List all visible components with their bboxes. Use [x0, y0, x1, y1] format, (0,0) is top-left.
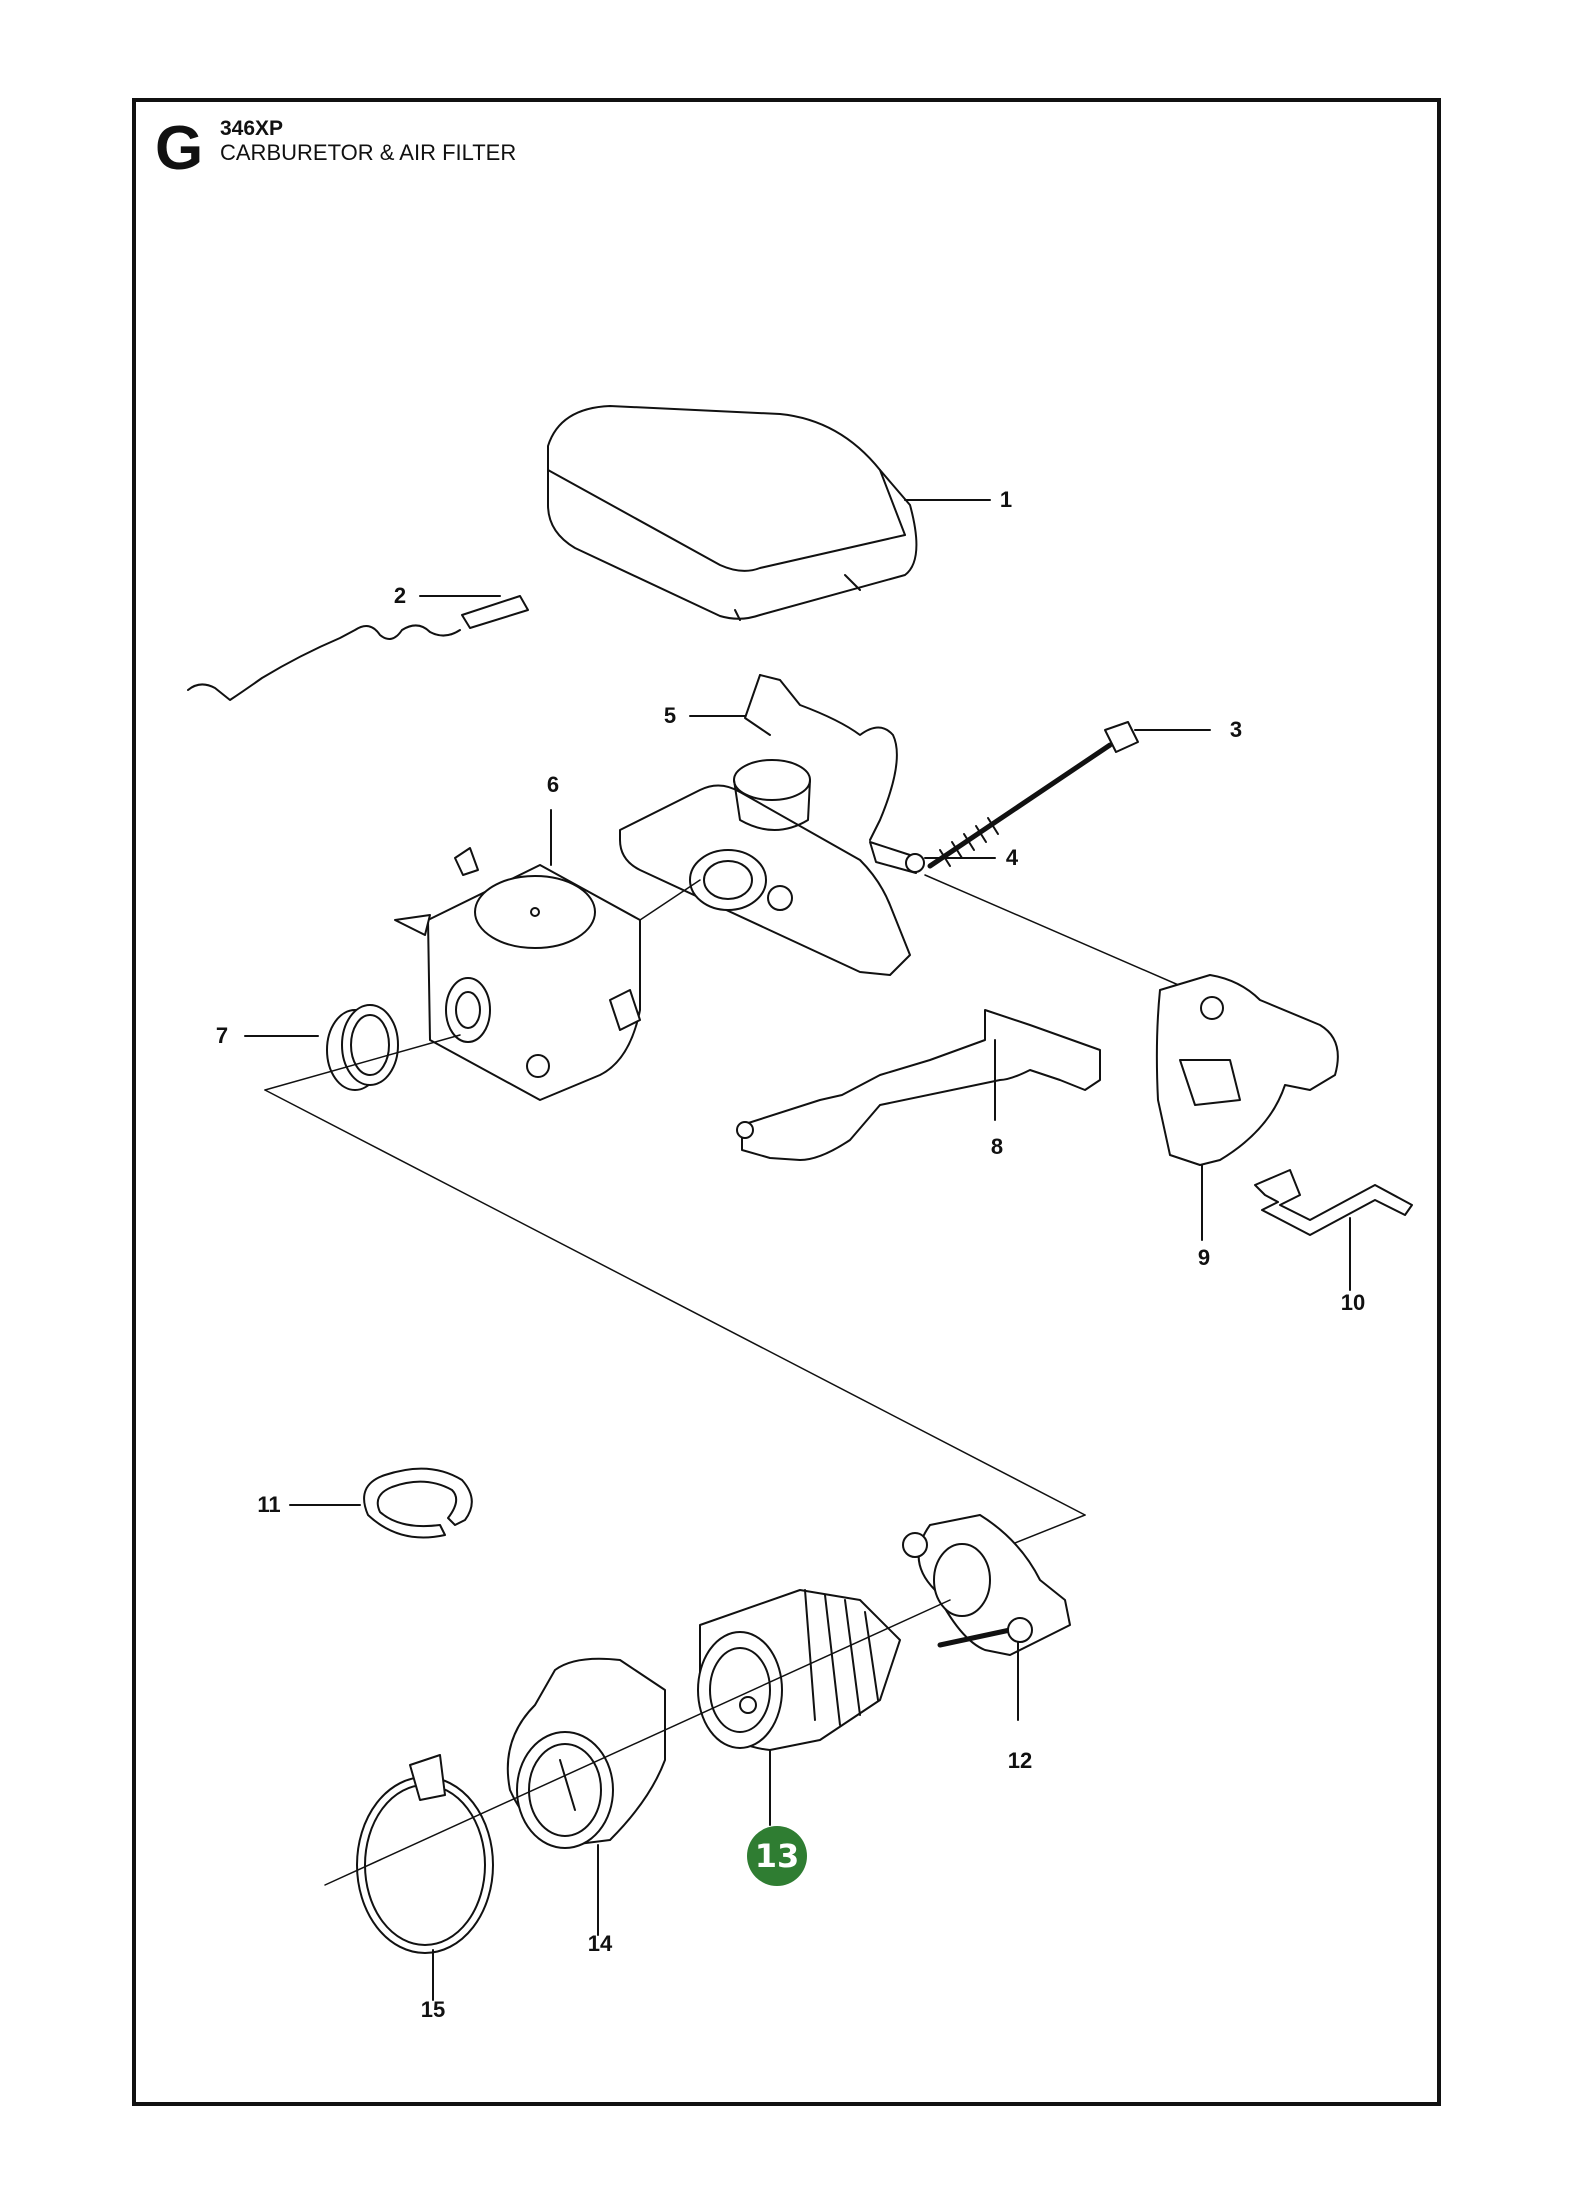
section-letter: G: [155, 114, 204, 183]
part-number-3: 3: [1229, 717, 1243, 742]
model-number: 346XP: [220, 117, 284, 140]
part-number-4: 4: [1005, 845, 1019, 870]
diagram-frame: [132, 98, 1441, 2106]
assembly-line-4-9: [924, 874, 1191, 991]
part-number-5: 5: [663, 703, 677, 728]
part-number-7: 7: [215, 1023, 229, 1048]
part-number-2: 2: [393, 583, 407, 608]
assembly-axis-lower: [324, 1599, 951, 1886]
part-8-lever[interactable]: [736, 1009, 1101, 1161]
part-14-flange[interactable]: [506, 1657, 666, 1849]
part-3-screw[interactable]: [927, 721, 1139, 869]
part-7-ring[interactable]: [326, 1004, 399, 1091]
part-15-clamp[interactable]: [356, 1754, 494, 1954]
part-1-air-filter-cover[interactable]: [547, 405, 918, 621]
part-6-carburetor[interactable]: [394, 847, 641, 1101]
part-number-8: 8: [990, 1134, 1004, 1159]
diagram-title: CARBURETOR & AIR FILTER: [220, 140, 517, 165]
part-12-hose-clamp[interactable]: [902, 1514, 1071, 1656]
part-number-9: 9: [1197, 1245, 1211, 1270]
part-2-choke-rod[interactable]: [187, 595, 529, 701]
part-11-retaining-ring[interactable]: [363, 1467, 473, 1539]
part-4-sleeve[interactable]: [869, 841, 925, 874]
part-9-bracket[interactable]: [1155, 974, 1339, 1166]
assembly-line-6-5: [639, 879, 701, 921]
part-number-12: 12: [1007, 1748, 1033, 1773]
part-number-15: 15: [420, 1997, 446, 2022]
part-number-14: 14: [587, 1931, 613, 1956]
assembly-line-upper-b: [264, 1034, 461, 1091]
highlighted-part-badge[interactable]: 13: [747, 1826, 807, 1886]
part-number-11: 11: [257, 1492, 281, 1517]
part-number-10: 10: [1340, 1290, 1366, 1315]
assembly-line-upper: [264, 1089, 1086, 1516]
part-number-1: 1: [999, 487, 1013, 512]
part-13-intake-boot[interactable]: [697, 1589, 901, 1751]
part-number-6: 6: [546, 772, 560, 797]
part-5-carburetor-holder[interactable]: [619, 674, 911, 976]
part-10-spring[interactable]: [1254, 1169, 1413, 1236]
